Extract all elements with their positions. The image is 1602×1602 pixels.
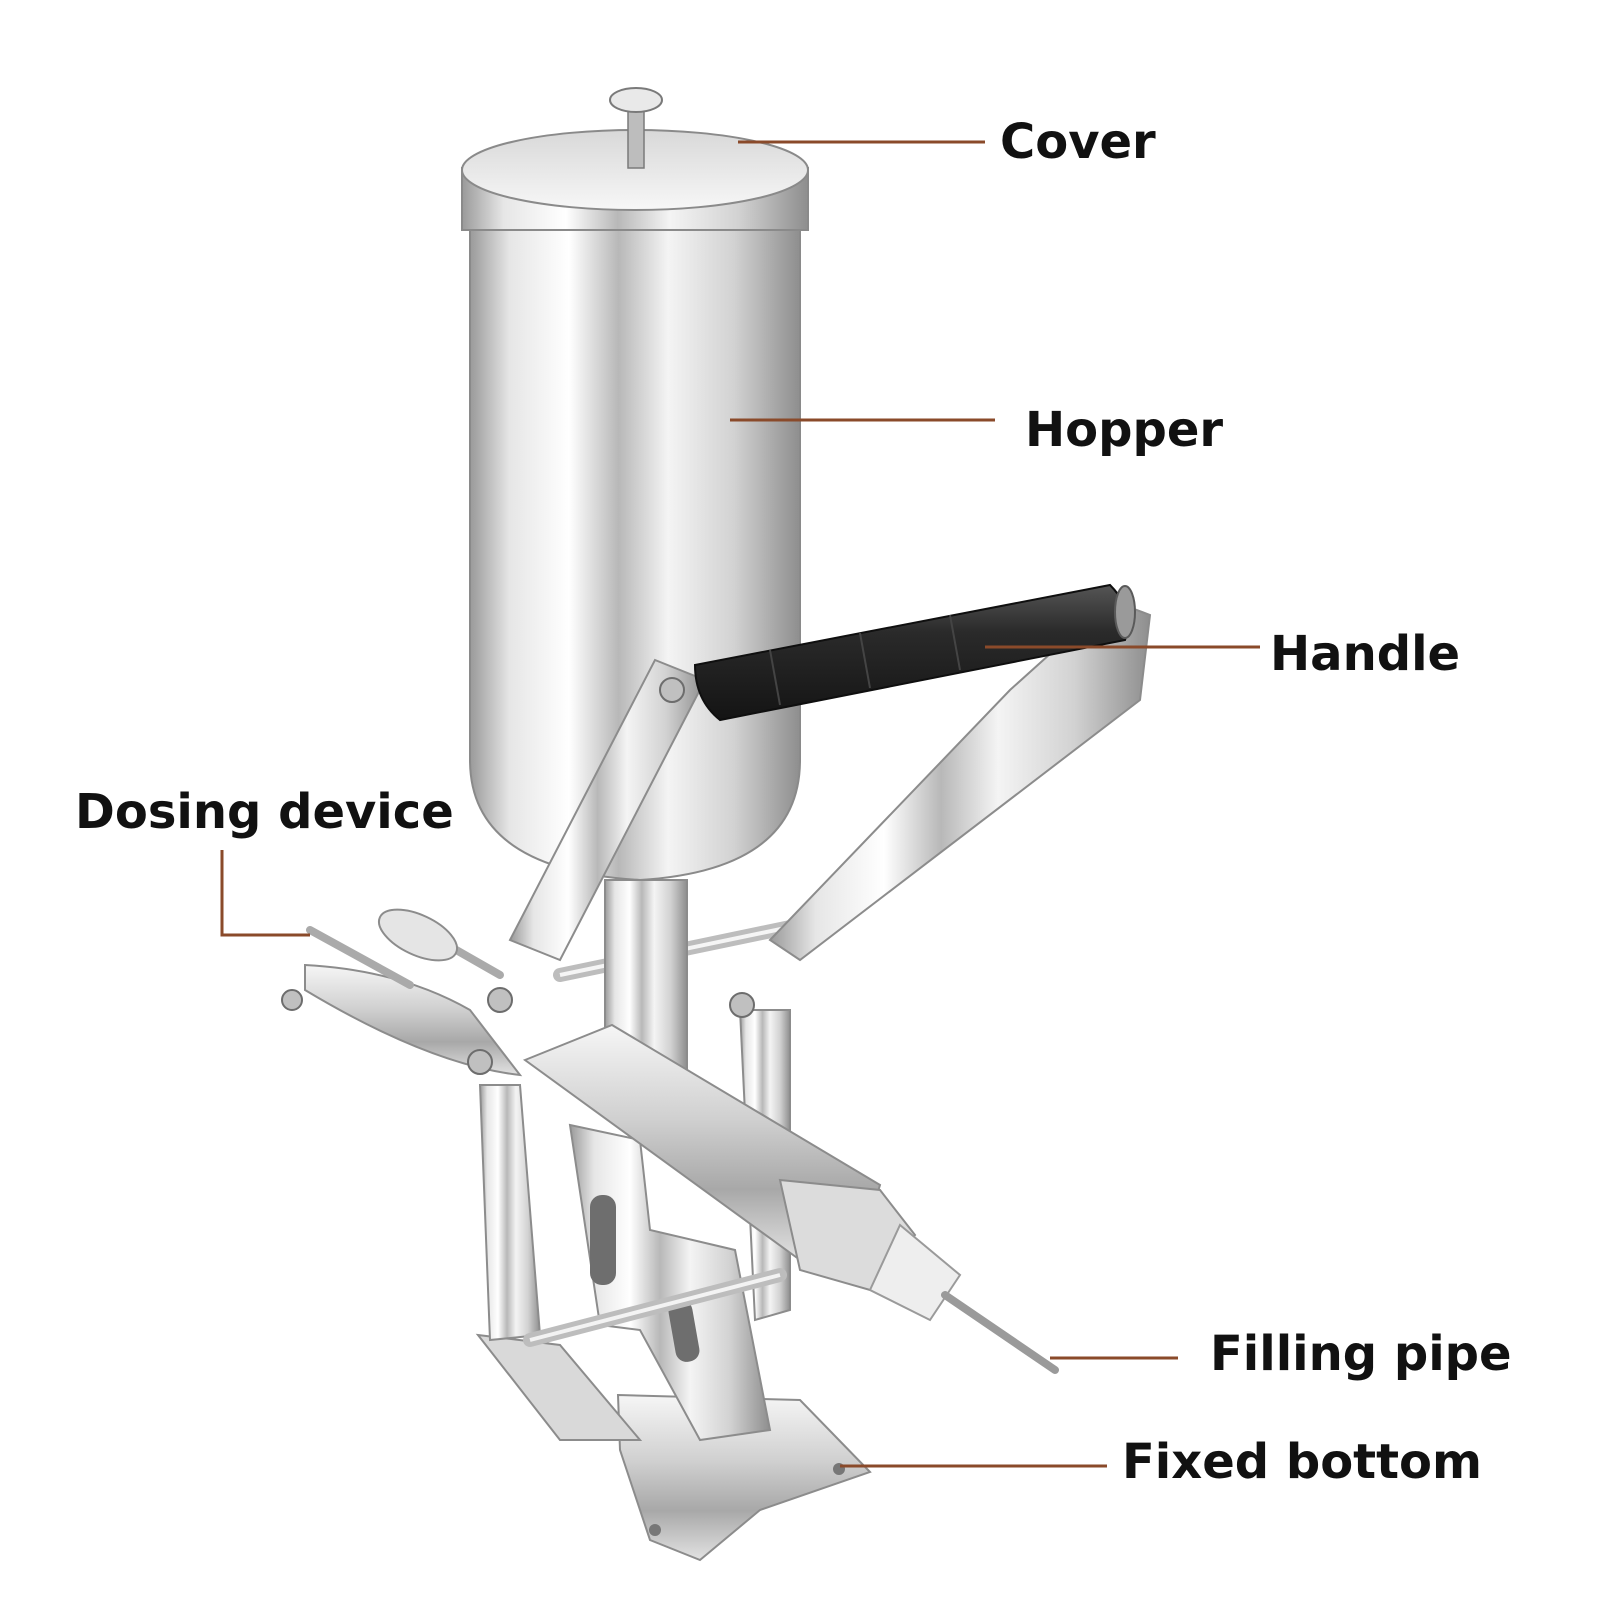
dosing-device-label: Dosing device bbox=[75, 784, 454, 840]
handle-grip bbox=[693, 583, 1136, 722]
fixed-bottom-label: Fixed bottom bbox=[1122, 1434, 1483, 1490]
filling-barrel bbox=[522, 1023, 1059, 1374]
cover-lid bbox=[461, 87, 809, 231]
cover-label: Cover bbox=[1000, 114, 1156, 170]
frame-legs bbox=[475, 1009, 791, 1442]
leader-lines bbox=[220, 140, 1260, 1468]
handle-label: Handle bbox=[1270, 626, 1461, 682]
filling-pipe-label: Filling pipe bbox=[1210, 1326, 1512, 1382]
fixed-bottom-base bbox=[616, 1393, 872, 1562]
dosing-device-leader-line bbox=[220, 850, 310, 937]
lever-arms bbox=[281, 598, 1152, 1077]
hopper-label: Hopper bbox=[1025, 402, 1224, 458]
